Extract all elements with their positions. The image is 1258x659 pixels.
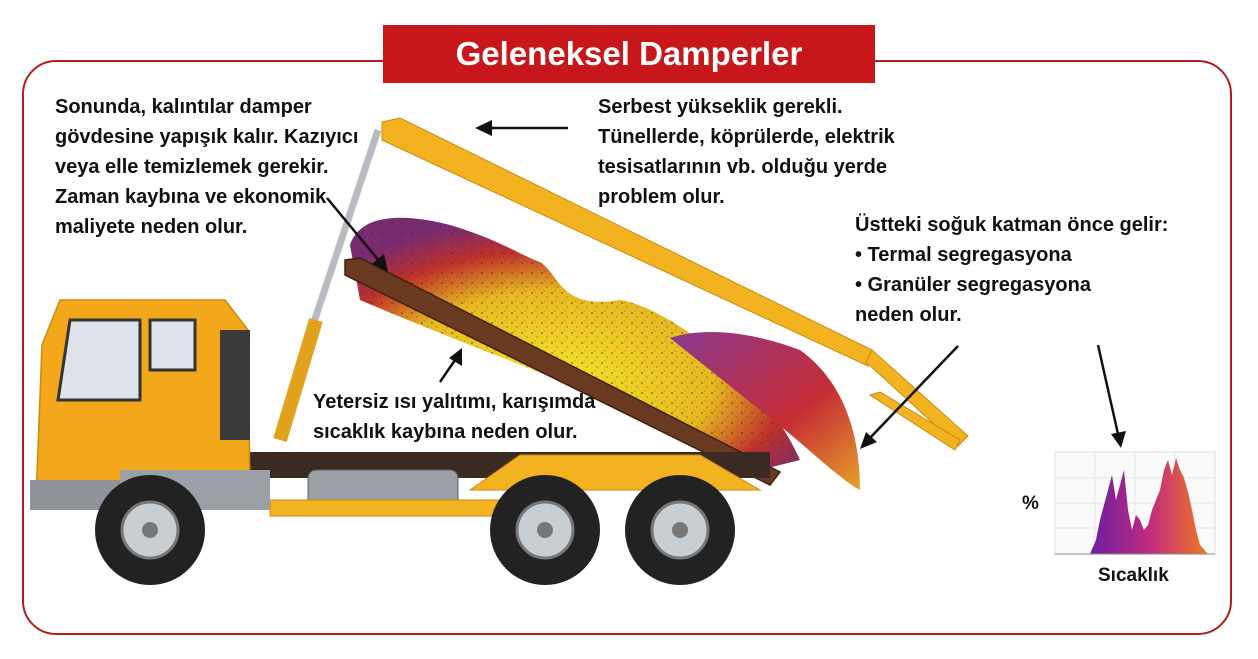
hydraulic-piston [304,128,382,342]
temperature-histogram [1054,451,1216,555]
note-insulation: Yetersiz ısı yalıtımı, karışımda sıcaklı… [313,387,595,447]
page-title: Geleneksel Damperler [383,25,875,83]
note-line: • Granüler segregasyona [855,274,1091,296]
arrow-icon [438,348,462,383]
note-line: neden olur. [855,304,962,326]
note-line: veya elle temizlemek gerekir. [55,156,329,178]
dump-bed [344,257,782,486]
note-line: maliyete neden olur. [55,216,248,238]
wheel-rear-2 [625,475,735,585]
note-line: gövdesine yapışık kalır. Kazıyıcı [55,126,359,148]
hydraulic-cylinder [273,317,323,443]
note-line: sıcaklık kaybına neden olur. [313,421,578,443]
note-line: Üstteki soğuk katman önce gelir: [855,214,1169,236]
note-line: problem olur. [598,186,725,208]
histogram-distribution [1090,458,1208,554]
wheel-rear-1 [490,475,600,585]
note-segregation: Üstteki soğuk katman önce gelir: • Terma… [855,210,1168,330]
arrow-icon [475,120,568,136]
asphalt-load-falling [670,331,860,490]
wheel-front [95,475,205,585]
note-line: • Termal segregasyona [855,244,1072,266]
tailgate-plate [868,391,961,451]
note-line: Sonunda, kalıntılar damper [55,96,312,118]
note-residue: Sonunda, kalıntılar damper gövdesine yap… [55,92,359,242]
note-line: Zaman kaybına ve ekonomik [55,186,327,208]
cab-window-front [56,318,142,402]
arrow-icon [326,197,388,272]
arrow-icon [860,345,959,449]
histogram-y-label: % [1022,493,1039,514]
chassis-step [269,499,501,517]
cab-grille [220,330,250,440]
histogram-x-label: Sıcaklık [1098,565,1169,586]
tailgate [865,349,969,447]
note-line: Yetersiz ısı yalıtımı, karışımda [313,391,596,413]
note-line: tesisatlarının vb. olduğu yerde [598,156,887,178]
note-line: Tünellerde, köprülerde, elektrik [598,126,895,148]
note-line: Serbest yükseklik gerekli. [598,96,843,118]
cab-window-side [148,318,197,372]
note-clearance: Serbest yükseklik gerekli. Tünellerde, k… [598,92,895,212]
arrow-icon [1096,344,1126,448]
